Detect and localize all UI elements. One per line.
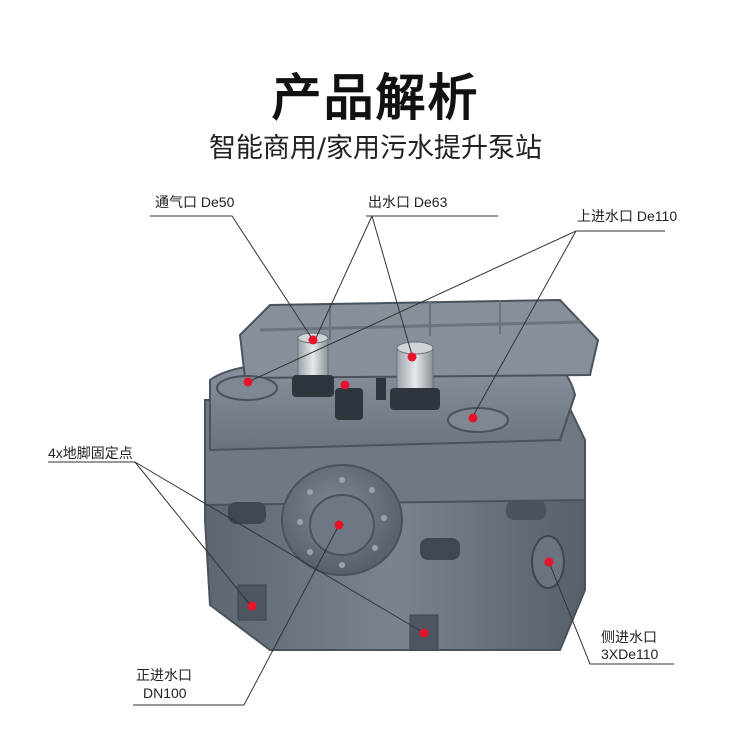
callout-front-inlet-size: DN100 [143, 685, 187, 701]
callout-front-inlet-title: 正进水口 [136, 667, 192, 683]
callout-side-inlet-title: 侧进水口 [601, 629, 657, 645]
callout-top-inlet: 上进水口 De110 [577, 208, 678, 224]
marker-foot-right [419, 628, 429, 638]
red-markers [243, 335, 554, 638]
page-title: 产品解析 [271, 69, 480, 127]
left-handle-recess [228, 502, 266, 524]
marker-vent [308, 335, 318, 345]
callout-side-inlet-size: 3XDe110 [601, 646, 659, 662]
marker-side-inlet [544, 557, 554, 567]
marker-left-cap [243, 377, 253, 387]
marker-cable [340, 380, 350, 390]
left-top-cap [216, 375, 278, 401]
marker-outlet [407, 352, 417, 362]
cable-gland [335, 388, 363, 420]
callout-feet: 4x地脚固定点 [48, 445, 133, 461]
marker-right-cap [468, 413, 478, 423]
marker-foot-left [247, 601, 257, 611]
leader-lines [48, 215, 674, 706]
right-side-recess [506, 500, 546, 520]
right-handle-recess [420, 538, 460, 560]
right-top-cap [447, 407, 509, 433]
marker-front-inlet [334, 520, 344, 530]
callout-vent: 通气口 De50 [155, 194, 235, 210]
page-subtitle: 智能商用/家用污水提升泵站 [208, 133, 543, 164]
callout-outlet: 出水口 De63 [368, 194, 448, 210]
